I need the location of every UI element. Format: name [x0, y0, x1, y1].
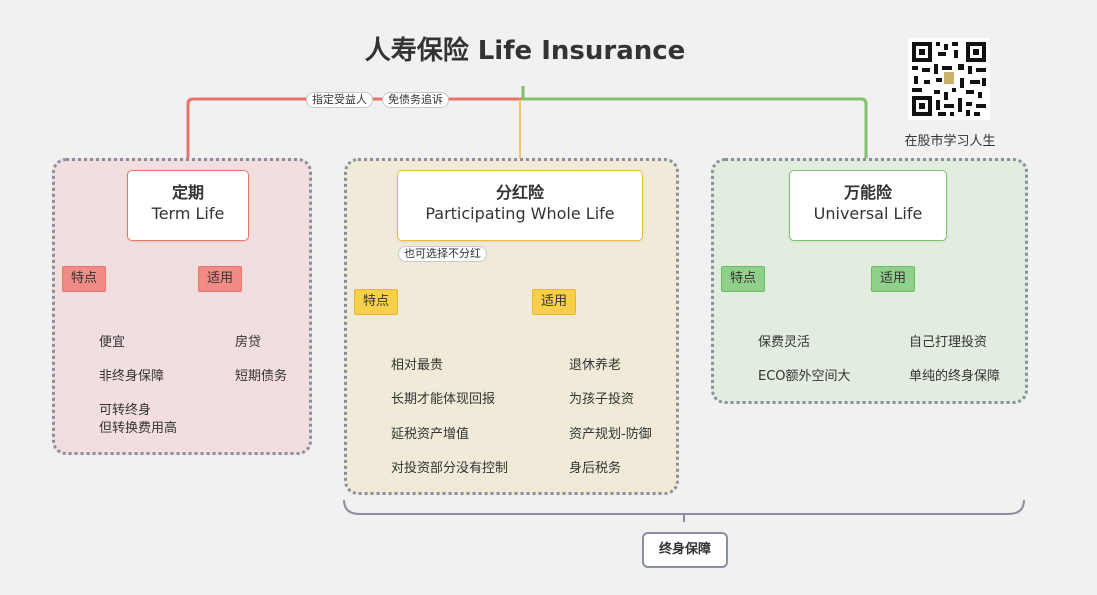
- universal-usage-tag[interactable]: 适用: [871, 266, 915, 292]
- universal-features-tag[interactable]: 特点: [721, 266, 765, 292]
- summary-brace: [343, 499, 1025, 522]
- participating-life-zh: 分红险: [495, 183, 544, 202]
- universal-feature-item[interactable]: ECO额外空间大: [758, 369, 851, 384]
- term-life-node[interactable]: 定期 Term Life: [127, 170, 249, 241]
- root-line-green: [521, 86, 868, 172]
- page-title: 人寿保险 Life Insurance: [364, 36, 686, 66]
- term-features-tag[interactable]: 特点: [62, 266, 106, 292]
- participating-life-node[interactable]: 分红险 Participating Whole Life: [397, 170, 643, 241]
- participating-feature-item[interactable]: 延税资产增值: [391, 427, 470, 442]
- term-feature-item[interactable]: 非终身保障: [99, 369, 165, 384]
- summary-lifetime-coverage[interactable]: 终身保障: [642, 532, 728, 568]
- qr-code: [908, 38, 990, 120]
- term-life-panel: [52, 158, 312, 455]
- participating-note: 也可选择不分红: [398, 246, 487, 262]
- participating-usage-item[interactable]: 为孩子投资: [569, 392, 635, 407]
- term-feature-item[interactable]: 便宜: [99, 335, 126, 350]
- participating-feature-item[interactable]: 对投资部分没有控制: [391, 461, 509, 476]
- participating-usage-item[interactable]: 资产规划-防御: [569, 427, 652, 442]
- term-life-zh: 定期: [171, 183, 204, 202]
- universal-feature-item[interactable]: 保费灵活: [758, 335, 811, 350]
- qr-caption: 在股市学习人生: [904, 134, 996, 149]
- term-usage-item[interactable]: 短期债务: [235, 369, 288, 384]
- universal-life-zh: 万能险: [843, 183, 892, 202]
- universal-usage-item[interactable]: 单纯的终身保障: [909, 369, 1001, 384]
- participating-usage-item[interactable]: 退休养老: [569, 358, 622, 373]
- participating-life-en: Participating Whole Life: [425, 204, 615, 223]
- universal-life-en: Universal Life: [813, 204, 923, 223]
- participating-feature-item[interactable]: 相对最贵: [391, 358, 444, 373]
- universal-life-node[interactable]: 万能险 Universal Life: [789, 170, 947, 241]
- term-usage-tag[interactable]: 适用: [198, 266, 242, 292]
- term-usage-item[interactable]: 房贷: [235, 335, 262, 350]
- universal-usage-item[interactable]: 自己打理投资: [909, 335, 988, 350]
- participating-feature-item[interactable]: 长期才能体现回报: [391, 392, 496, 407]
- root-label-debt-protection: 免债务追诉: [382, 92, 449, 108]
- participating-features-tag[interactable]: 特点: [354, 289, 398, 315]
- root-label-beneficiary: 指定受益人: [306, 92, 373, 108]
- participating-usage-tag[interactable]: 适用: [532, 289, 576, 315]
- participating-usage-item[interactable]: 身后税务: [569, 461, 622, 476]
- term-life-en: Term Life: [151, 204, 225, 223]
- term-feature-item[interactable]: 可转终身 但转换费用高: [99, 403, 178, 436]
- root-line-red: [186, 86, 525, 172]
